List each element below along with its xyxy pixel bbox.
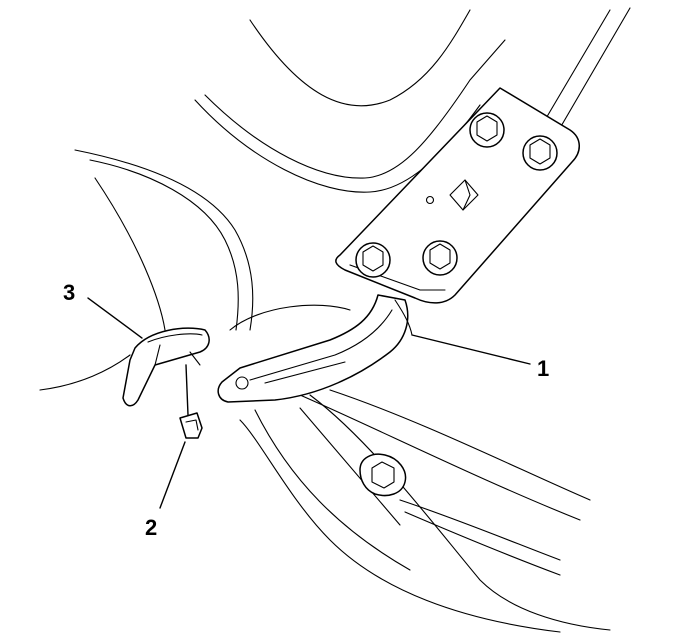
body-bolt-lower xyxy=(359,453,407,497)
plate-bolt-top-right xyxy=(522,135,558,171)
callout-3: 3 xyxy=(63,280,75,305)
hinge-cover xyxy=(122,327,210,407)
leader-line-1 xyxy=(411,334,531,365)
callout-2: 2 xyxy=(145,515,157,540)
plate-bolt-bottom-left xyxy=(355,242,391,278)
hinge-arm xyxy=(217,294,413,403)
retaining-clip xyxy=(179,412,203,439)
install-guide-line xyxy=(185,364,189,416)
body-contours xyxy=(39,7,631,633)
plate-bolt-top-left xyxy=(469,112,505,148)
callout-1: 1 xyxy=(537,356,549,381)
leader-line-3 xyxy=(87,297,143,339)
plate-bolt-bottom-right xyxy=(422,240,458,276)
leader-line-2 xyxy=(159,441,186,509)
